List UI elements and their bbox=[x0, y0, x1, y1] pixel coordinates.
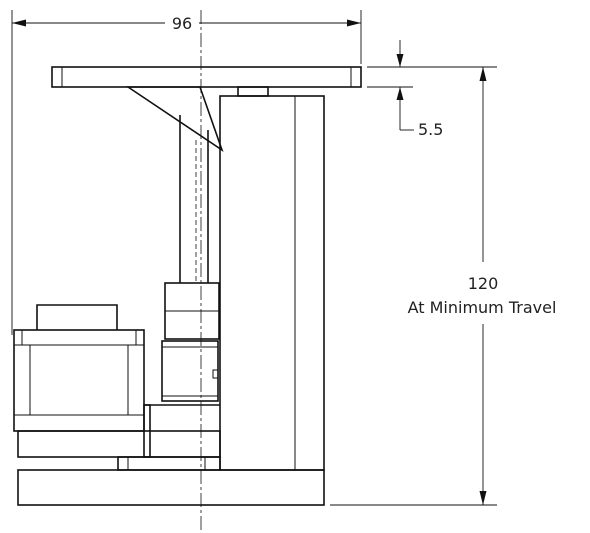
lead-screw bbox=[179, 115, 209, 283]
height-dimension-note: At Minimum Travel bbox=[408, 298, 557, 317]
motor bbox=[13, 304, 145, 432]
base bbox=[17, 430, 325, 506]
height-dimension: 120 At Minimum Travel bbox=[330, 66, 557, 506]
width-dimension-label: 96 bbox=[172, 14, 192, 33]
coupling bbox=[161, 282, 220, 402]
slide-body bbox=[219, 86, 325, 471]
thickness-dimension: 5.5 bbox=[367, 40, 443, 139]
top-platform bbox=[51, 66, 362, 88]
width-dimension: 96 bbox=[11, 10, 362, 335]
gusset bbox=[125, 86, 224, 152]
thickness-dimension-label: 5.5 bbox=[418, 120, 443, 139]
height-dimension-label: 120 bbox=[468, 274, 499, 293]
